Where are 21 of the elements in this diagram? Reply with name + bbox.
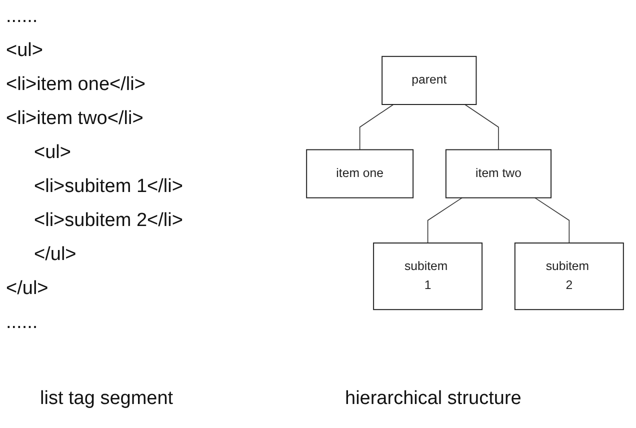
node-box: subitem 2 xyxy=(514,242,624,310)
connector xyxy=(464,104,499,150)
code-line: <li>subitem 2</li> xyxy=(34,209,183,233)
connector xyxy=(534,197,570,244)
code-line: <li>item one</li> xyxy=(6,73,146,97)
connector xyxy=(427,197,462,244)
code-line: <li>item two</li> xyxy=(6,107,144,131)
node-box: item one xyxy=(306,149,414,198)
caption-text: list tag segment xyxy=(40,388,174,410)
code-line: </ul> xyxy=(34,243,76,267)
code-line: <ul> xyxy=(34,141,71,165)
code-line: ...... xyxy=(6,5,38,29)
caption-text: hierarchical structure xyxy=(345,388,522,410)
code-line: ...... xyxy=(6,311,38,335)
node-box: subitem 1 xyxy=(373,242,483,310)
code-line: <ul> xyxy=(6,39,43,63)
code-line: </ul> xyxy=(6,277,48,301)
node-box: item two xyxy=(445,149,552,198)
code-line: <li>subitem 1</li> xyxy=(34,175,183,199)
node-box: parent xyxy=(382,56,477,105)
connector xyxy=(359,104,394,150)
